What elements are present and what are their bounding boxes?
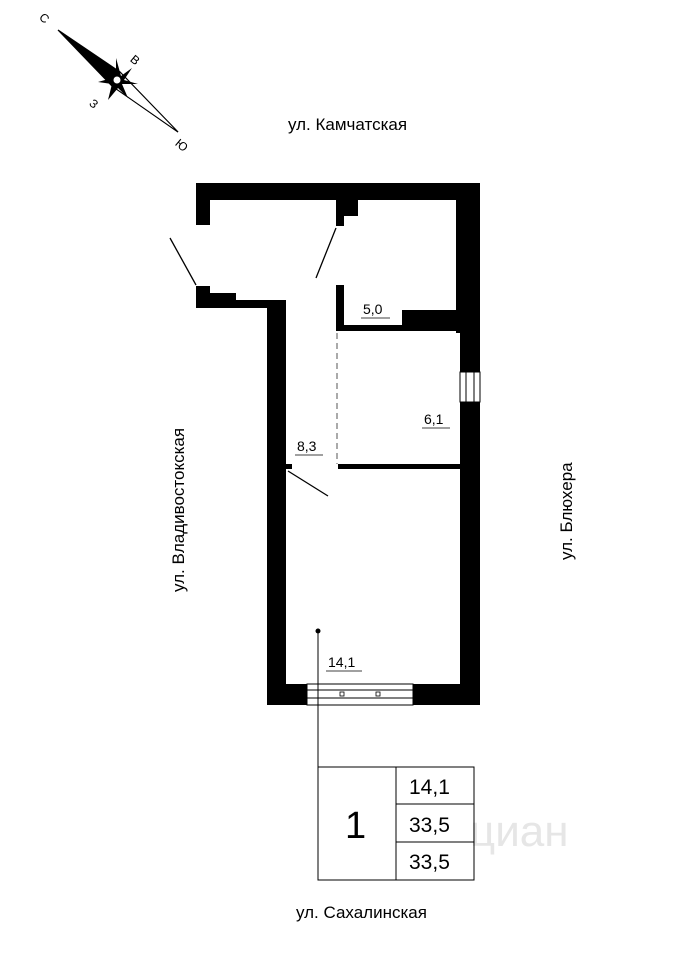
room-area-hall: 8,3 (295, 438, 323, 456)
room-area-hall-value: 8,3 (297, 438, 317, 454)
compass-south-label: Ю (172, 136, 190, 155)
room-area-bathroom-value: 5,0 (363, 301, 383, 317)
entrance-door-icon (169, 237, 197, 286)
kitchen-window-icon (459, 371, 481, 403)
street-west-label: ул. Владивостокская (169, 428, 188, 592)
summary-total-area-2: 33,5 (409, 851, 450, 874)
compass-north-label: С (36, 10, 52, 27)
street-north-label: ул. Камчатская (288, 115, 407, 134)
street-south-label: ул. Сахалинская (296, 903, 427, 922)
balcony-window-icon (306, 683, 414, 706)
street-east-label: ул. Блюхера (557, 462, 576, 560)
summary-living-area: 14,1 (409, 776, 450, 799)
room-area-bathroom: 5,0 (361, 301, 390, 319)
room-area-kitchen: 6,1 (422, 411, 450, 429)
compass-east-label: В (127, 52, 142, 68)
living-door-icon (287, 470, 329, 497)
compass-rose: С В З Ю (36, 10, 190, 155)
room-area-kitchen-value: 6,1 (424, 411, 444, 427)
compass-west-label: З (86, 96, 101, 111)
doors (169, 227, 337, 497)
room-area-living: 14,1 (326, 654, 362, 672)
walls (196, 183, 480, 705)
room-area-living-value: 14,1 (328, 654, 355, 670)
summary-table: 1 14,1 33,5 33,5 (317, 766, 475, 881)
watermark-text: циан (470, 807, 569, 856)
summary-total-area: 33,5 (409, 814, 450, 837)
summary-rooms-count: 1 (345, 805, 366, 847)
bathroom-door-icon (315, 227, 337, 279)
